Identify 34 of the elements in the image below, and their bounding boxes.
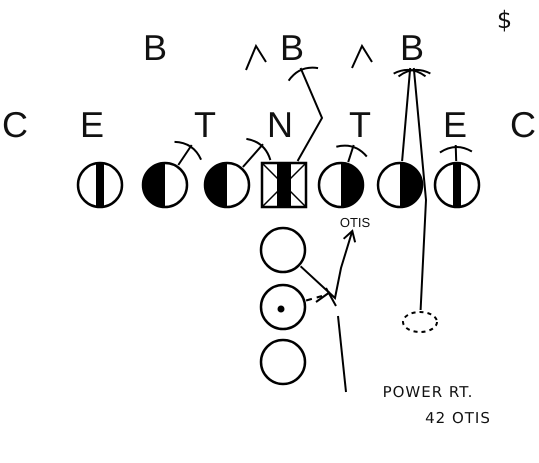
player-circle: [259, 226, 307, 274]
dollar-sign: $: [496, 6, 514, 34]
block-line: [438, 144, 473, 162]
block-line: [398, 68, 432, 310]
route-arrow: [300, 230, 356, 300]
player-circle: [433, 161, 481, 209]
route-label: OTIS: [330, 213, 380, 231]
player-circle: [141, 161, 189, 209]
play-name: POWER RT.: [382, 383, 474, 401]
block-line: [174, 140, 202, 166]
position-letter: B: [275, 28, 309, 68]
position-letter: C: [508, 105, 538, 145]
position-letter: T: [345, 105, 375, 145]
position-letter: T: [190, 105, 220, 145]
route-line: [306, 295, 322, 302]
play-name: 42 OTIS: [425, 409, 491, 427]
player-circle: [376, 161, 424, 209]
player-circle: [203, 161, 251, 209]
block-line: [242, 138, 272, 168]
position-letter: E: [77, 105, 107, 145]
player-circle: [259, 338, 307, 386]
block-line: [392, 68, 427, 162]
position-letter: B: [395, 28, 429, 68]
position-letter: N: [263, 105, 297, 145]
position-letter: B: [138, 28, 172, 68]
player-circle: [76, 161, 124, 209]
position-letter: E: [440, 105, 470, 145]
player-circle: [317, 161, 365, 209]
block-line: [288, 66, 324, 162]
zone-cloud: [401, 310, 439, 334]
block-line: [335, 144, 368, 162]
center-square: [260, 161, 308, 209]
player-circle: [259, 283, 307, 331]
position-letter: C: [0, 105, 30, 145]
